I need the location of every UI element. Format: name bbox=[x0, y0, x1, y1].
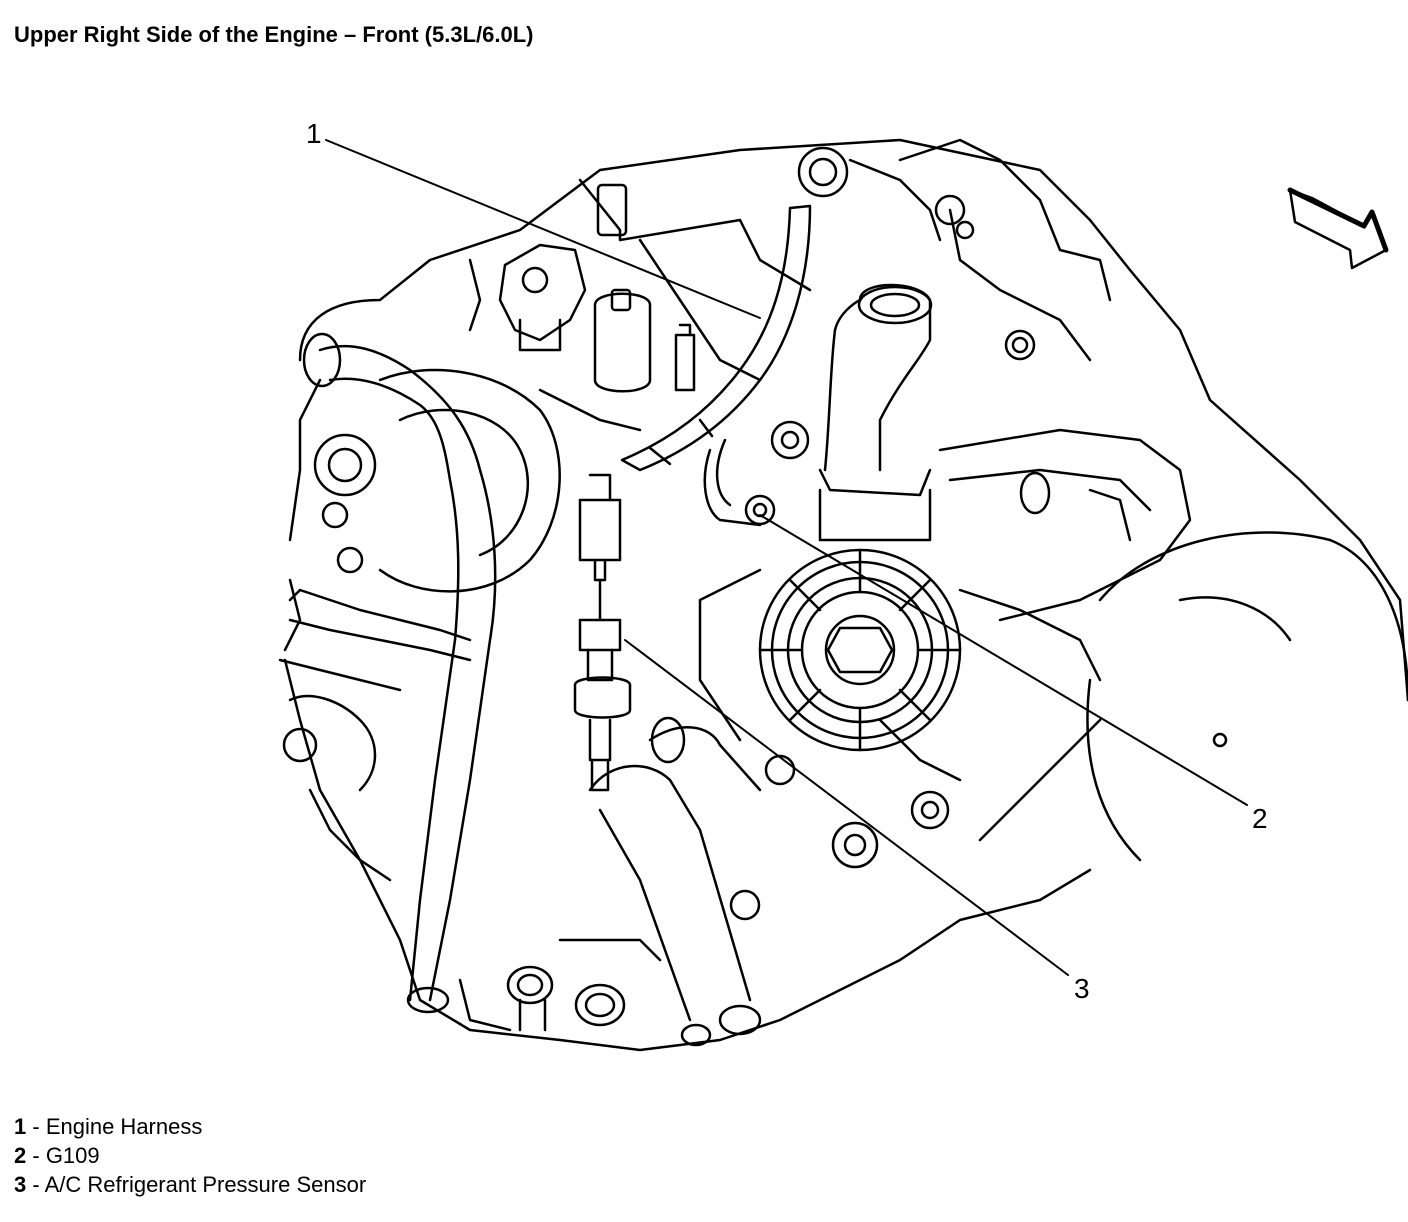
callout-number-1: 1 bbox=[306, 118, 322, 149]
legend-separator: - bbox=[26, 1172, 45, 1197]
leader-line-2 bbox=[759, 514, 1248, 806]
legend-number: 1 bbox=[14, 1114, 27, 1139]
legend-label: G109 bbox=[45, 1143, 100, 1168]
leader-line-1 bbox=[325, 139, 761, 319]
front-arrow-icon bbox=[1287, 187, 1389, 270]
legend-separator: - bbox=[26, 1114, 46, 1139]
legend-label: Engine Harness bbox=[45, 1114, 203, 1139]
legend-item-1: 1 - Engine Harness bbox=[14, 1112, 366, 1141]
engine-illustration bbox=[278, 138, 1408, 1052]
callout-number-2: 2 bbox=[1252, 803, 1268, 834]
leader-line-3 bbox=[624, 639, 1069, 976]
callout-legend: 1 - Engine Harness 2 - G109 3 - A/C Refr… bbox=[14, 1112, 366, 1199]
callout-number-3: 3 bbox=[1074, 973, 1090, 1004]
page-title: Upper Right Side of the Engine – Front (… bbox=[14, 22, 534, 47]
legend-item-3: 3 - A/C Refrigerant Pressure Sensor bbox=[14, 1170, 366, 1199]
legend-number: 2 bbox=[14, 1143, 27, 1168]
legend-item-2: 2 - G109 bbox=[14, 1141, 366, 1170]
legend-separator: - bbox=[26, 1143, 46, 1168]
legend-label: A/C Refrigerant Pressure Sensor bbox=[44, 1172, 367, 1197]
legend-number: 3 bbox=[14, 1172, 27, 1197]
